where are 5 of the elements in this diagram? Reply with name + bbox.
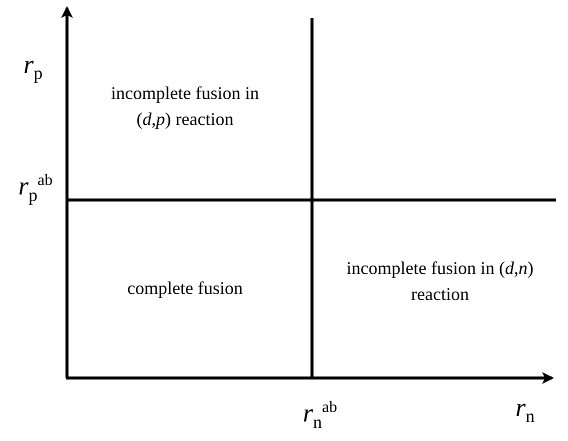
- axis-label: r$_{n}$: [514, 395, 536, 428]
- region-label: complete fusion: [126, 277, 244, 300]
- region-label: incomplete fusion in (d,p) reaction: [110, 82, 260, 131]
- region-label: incomplete fusion in (d,n) reaction: [346, 257, 534, 306]
- axis-label: r$_{p}$: [22, 52, 44, 86]
